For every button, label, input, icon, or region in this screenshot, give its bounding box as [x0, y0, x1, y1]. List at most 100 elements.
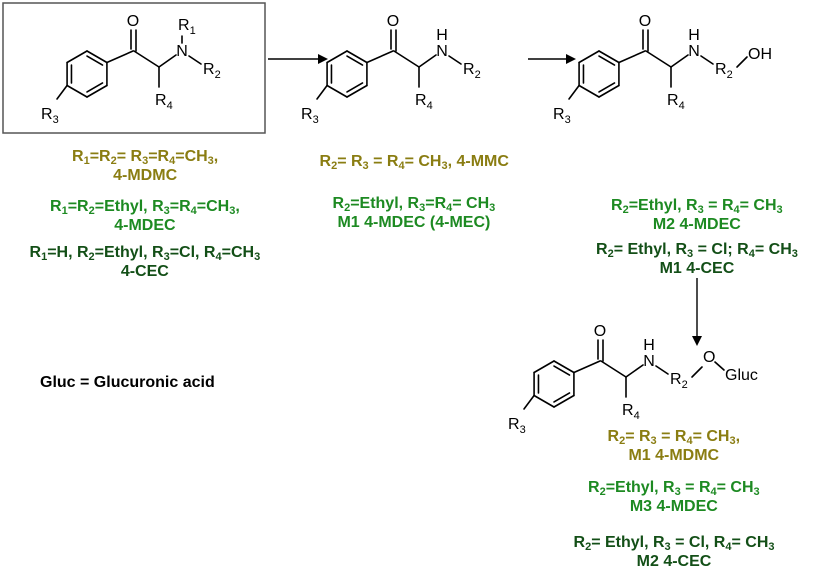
r3-label: R3	[508, 416, 526, 436]
r4-label: R4	[622, 402, 640, 422]
r3-label-subscript: 3	[313, 114, 319, 126]
r2-label-symbol: R	[203, 61, 215, 78]
bond	[691, 366, 703, 378]
bond	[598, 50, 620, 64]
bond	[56, 84, 68, 100]
caption-line-compound: 4-CEC	[120, 263, 169, 280]
bond	[86, 50, 108, 64]
r2-label-subscript: 2	[727, 69, 733, 81]
bond	[66, 50, 88, 64]
bond	[553, 392, 571, 403]
hydroxyl-group: OH	[748, 46, 772, 63]
r2-label-subscript: 2	[215, 69, 221, 81]
glucuronide-legend: Gluc = Glucuronic acid	[40, 374, 215, 391]
bond	[553, 360, 575, 374]
bond	[598, 82, 616, 93]
bond	[578, 84, 600, 98]
caption-line-substituents: R2=Ethyl, R3 = R4= CH3	[588, 479, 760, 498]
caption-line-compound: M1 4-CEC	[659, 260, 735, 277]
r3-label: R3	[301, 106, 319, 126]
r4-label-subscript: 4	[167, 100, 173, 112]
caption-line-substituents: R2= Ethyl, R3 = Cl, R4= CH3	[573, 534, 775, 553]
nitrogen-atom: N	[688, 43, 700, 60]
r2-label-subscript: 2	[682, 379, 688, 391]
bond	[573, 360, 601, 374]
bond	[553, 365, 571, 376]
r3-label: R3	[553, 106, 571, 126]
caption-line-substituents: R2= R3 = R4= CH3, 4-MMC	[319, 153, 509, 172]
oxygen-atom-symbol: O	[387, 13, 399, 30]
oxygen-atom: O	[594, 323, 606, 340]
bond	[625, 364, 644, 378]
bond	[533, 360, 555, 374]
bond	[106, 50, 134, 64]
bond	[86, 55, 104, 66]
r2-label-symbol: R	[670, 371, 682, 388]
oxygen-atom: O	[639, 13, 651, 30]
r4-label-symbol: R	[415, 92, 427, 109]
caption-parent-0: R1=R2= R3=R4=CH3,4-MDMC	[72, 147, 218, 185]
bond	[86, 84, 108, 98]
bond	[645, 50, 672, 68]
ether-oxygen-symbol: O	[703, 349, 715, 366]
glucuronide-group-symbol: Gluc	[725, 367, 758, 384]
oxygen-atom: O	[387, 13, 399, 30]
bond	[346, 82, 364, 93]
hydrogen-atom: H	[688, 27, 700, 44]
caption-line-substituents: R2= Ethyl, R3 = Cl; R4= CH3	[596, 241, 798, 260]
glucuronide-group: Gluc	[725, 367, 758, 384]
caption-line-substituents: R1=H, R2=Ethyl, R3=Cl, R4=CH3	[29, 244, 261, 263]
bond	[618, 50, 646, 64]
r4-label-symbol: R	[667, 92, 679, 109]
caption-line-compound: M2 4-MDEC	[652, 216, 741, 233]
hydrogen-atom: H	[643, 337, 655, 354]
bond	[523, 394, 535, 410]
caption-line-compound: 4-MDMC	[113, 167, 178, 184]
parent-compound-frame	[2, 2, 266, 134]
caption-line-compound: 4-MDEC	[114, 217, 176, 234]
r3-label-symbol: R	[508, 416, 520, 433]
oxygen-atom-symbol: O	[639, 13, 651, 30]
hydrogen-atom-symbol: H	[643, 337, 655, 354]
bond	[553, 394, 575, 408]
r4-label: R4	[667, 92, 685, 112]
hydrogen-atom-symbol: H	[688, 27, 700, 44]
r2-label-subscript: 2	[475, 69, 481, 81]
caption-line-compound: M2 4-CEC	[636, 553, 712, 570]
r1-label: R1	[178, 17, 196, 37]
hydroxyl-group-symbol: OH	[748, 46, 772, 63]
r4-label-symbol: R	[155, 92, 167, 109]
caption-line-substituents: R1=R2= R3=R4=CH3,	[72, 148, 219, 167]
bond	[448, 55, 462, 65]
caption-line-compound: M1 4-MDEC (4-MEC)	[337, 214, 491, 231]
bond	[655, 365, 669, 375]
caption-line-substituents: R2= R3 = R4= CH3,	[607, 428, 741, 447]
r4-label-subscript: 4	[679, 100, 685, 112]
bond	[578, 50, 600, 64]
reaction-arrow-1	[268, 54, 328, 64]
r3-label-symbol: R	[301, 106, 313, 123]
caption-line-compound: M1 4-MDMC	[628, 447, 720, 464]
hydrogen-atom-symbol: H	[436, 27, 448, 44]
r3-label-symbol: R	[553, 106, 565, 123]
bond	[66, 84, 88, 98]
reaction-arrow-2	[528, 54, 576, 64]
bond	[598, 55, 616, 66]
r3-label-symbol: R	[41, 106, 53, 123]
r1-label-subscript: 1	[190, 25, 196, 37]
r2-label: R2	[463, 61, 481, 81]
r2-label: R2	[670, 371, 688, 391]
bond	[326, 50, 348, 64]
bond	[600, 360, 627, 378]
caption-dealkylated-0: R2= R3 = R4= CH3, 4-MMC	[319, 152, 509, 172]
r4-label: R4	[415, 92, 433, 112]
nitrogen-atom-symbol: N	[643, 353, 655, 370]
